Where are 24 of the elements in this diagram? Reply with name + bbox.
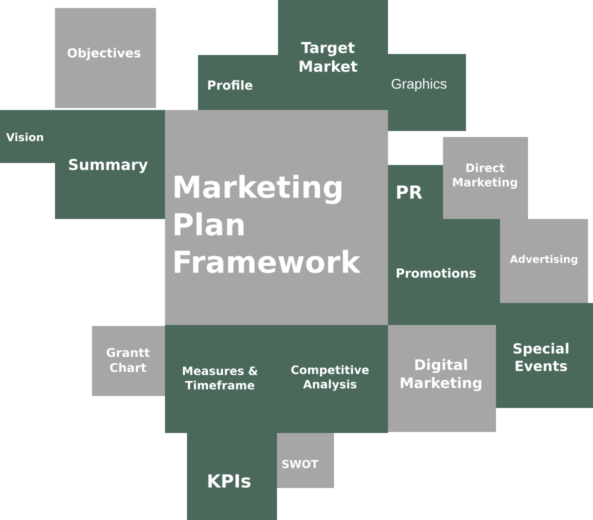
node-label: Competitive Analysis: [291, 365, 369, 391]
node-label: Target Market: [300, 42, 358, 72]
node-label: KPIs: [208, 474, 250, 488]
topic-box: Profile: [198, 55, 278, 110]
node-label: Graphics: [392, 78, 447, 92]
central-box: Marketing Plan Framework: [165, 110, 388, 325]
topic-box: SWOT: [277, 433, 334, 488]
topic-box: Competitive Analysis: [278, 325, 388, 433]
topic-box: Direct Marketing: [443, 137, 528, 219]
node-label: Measures & Timeframe: [182, 366, 258, 390]
topic-box: Graphics: [388, 54, 466, 131]
topic-box: Advertising: [500, 219, 588, 303]
topic-box: KPIs: [187, 433, 277, 520]
topic-box: Digital Marketing: [388, 325, 496, 432]
topic-box: Summary: [55, 110, 165, 219]
topic-box: Objectives: [55, 8, 156, 108]
node-label: PR: [397, 185, 422, 199]
topic-box: Grantt Chart: [92, 326, 165, 396]
topic-box: Measures & Timeframe: [165, 325, 278, 433]
topic-box: Special Events: [496, 303, 593, 408]
topic-box: PR: [388, 165, 443, 219]
topic-box: Vision: [0, 110, 55, 163]
node-label: Vision: [6, 132, 44, 142]
node-label: Profile: [208, 80, 252, 90]
